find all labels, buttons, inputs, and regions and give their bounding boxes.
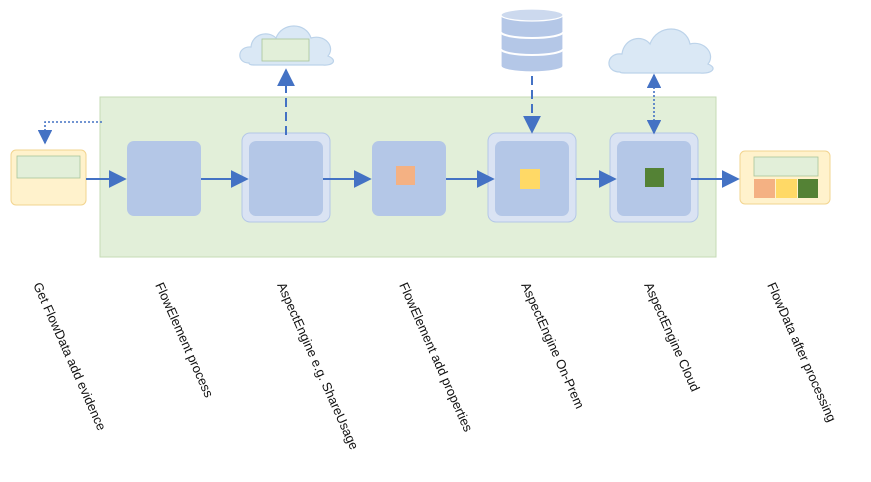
shareusage-cloud-icon <box>239 25 335 66</box>
property-orange <box>396 166 415 185</box>
flowdata-output-evidence <box>753 156 819 177</box>
output-property-green <box>798 179 818 198</box>
output-property-yellow <box>776 179 797 198</box>
get-flowdata-arrow <box>37 121 102 145</box>
output-property-orange <box>754 179 775 198</box>
database-icon <box>500 8 564 73</box>
property-green <box>645 168 664 187</box>
property-yellow <box>520 169 540 189</box>
flowdata-input-evidence <box>16 155 81 179</box>
cloud-service-icon <box>608 28 714 74</box>
flowelement-process <box>127 141 201 216</box>
aspectengine-shareusage <box>249 141 323 216</box>
